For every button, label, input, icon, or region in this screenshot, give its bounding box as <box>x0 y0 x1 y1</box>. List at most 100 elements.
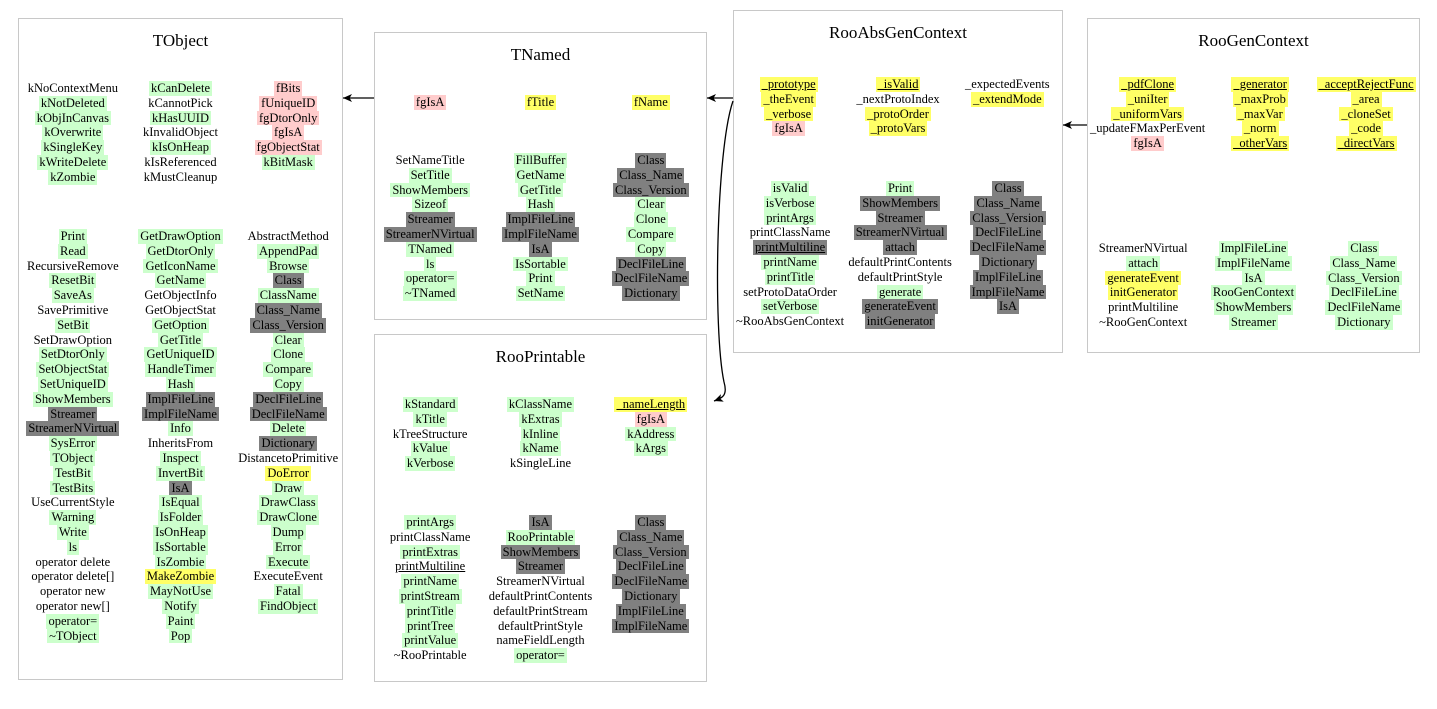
member-item[interactable]: IsA <box>529 515 552 530</box>
member-item[interactable]: DeclFileLine <box>615 559 686 575</box>
member-item[interactable]: operator= <box>514 648 567 663</box>
member-item[interactable]: fBits <box>274 81 303 96</box>
member-item[interactable]: isVerbose <box>763 195 817 211</box>
member-item[interactable]: printMultiline <box>1108 300 1179 315</box>
member-item[interactable]: ImplFileName <box>142 406 219 422</box>
member-item[interactable]: printTitle <box>764 269 816 285</box>
member-item[interactable]: DeclFileName <box>969 240 1047 255</box>
member-item[interactable]: fgIsA <box>772 121 805 137</box>
member-item[interactable]: SetDtorOnly <box>38 347 107 363</box>
member-item[interactable]: _nextProtoIndex <box>856 91 940 106</box>
member-item[interactable]: Clear <box>272 332 304 348</box>
member-item[interactable]: ResetBit <box>49 273 97 289</box>
member-item[interactable]: Inspect <box>160 450 201 466</box>
member-item[interactable]: kTitle <box>413 411 447 427</box>
member-item[interactable]: ShowMembers <box>390 182 471 198</box>
member-item[interactable]: _acceptRejectFunc <box>1316 77 1416 92</box>
member-item[interactable]: Copy <box>635 241 667 257</box>
member-item[interactable]: Compare <box>263 362 314 377</box>
member-item[interactable]: printClassName <box>389 529 471 544</box>
member-item[interactable]: IsA <box>169 480 192 496</box>
member-item[interactable]: printStream <box>398 588 462 604</box>
member-item[interactable]: attach <box>1126 255 1161 271</box>
member-item[interactable]: DeclFileName <box>612 574 690 589</box>
member-item[interactable]: Browse <box>267 258 310 274</box>
member-item[interactable]: kTreeStructure <box>392 426 468 441</box>
member-item[interactable]: ExecuteEvent <box>253 569 323 584</box>
member-item[interactable]: isValid <box>770 181 810 196</box>
member-item[interactable]: Class_Version <box>613 182 689 198</box>
member-item[interactable]: Class_Name <box>617 529 685 545</box>
member-item[interactable]: IsZombie <box>154 554 207 570</box>
member-item[interactable]: defaultPrintStyle <box>498 618 583 633</box>
member-item[interactable]: Dictionary <box>1335 314 1393 330</box>
member-item[interactable]: ls <box>66 539 79 555</box>
member-item[interactable]: Class <box>635 515 667 530</box>
member-item[interactable]: _cloneSet <box>1339 106 1393 122</box>
member-item[interactable]: defaultPrintContents <box>848 254 952 269</box>
member-item[interactable]: Streamer <box>1228 314 1279 330</box>
member-item[interactable]: Dictionary <box>979 254 1037 270</box>
member-item[interactable]: nameFieldLength <box>496 633 585 648</box>
member-item[interactable]: _maxProb <box>1232 91 1288 107</box>
member-item[interactable]: generate <box>876 284 924 300</box>
member-item[interactable]: IsOnHeap <box>153 524 208 540</box>
member-item[interactable]: StreamerNVirtual <box>853 225 947 241</box>
member-item[interactable]: Class_Version <box>970 210 1046 226</box>
member-item[interactable]: kOverwrite <box>42 125 104 141</box>
member-item[interactable]: DeclFileLine <box>1328 285 1399 301</box>
member-item[interactable]: Warning <box>49 510 97 525</box>
member-item[interactable]: _extendMode <box>970 91 1044 107</box>
member-item[interactable]: ClassName <box>257 288 319 303</box>
member-item[interactable]: ~RooAbsGenContext <box>736 314 845 329</box>
member-item[interactable]: printExtras <box>400 544 460 560</box>
member-item[interactable]: DeclFileName <box>612 271 690 287</box>
member-item[interactable]: SetUniqueID <box>37 376 108 392</box>
member-item[interactable]: _area <box>1350 91 1382 107</box>
member-item[interactable]: printName <box>401 574 459 589</box>
member-item[interactable]: ShowMembers <box>1213 300 1294 315</box>
member-item[interactable]: printMultiline <box>753 240 828 255</box>
member-item[interactable]: Streamer <box>875 210 925 226</box>
member-item[interactable]: Clone <box>271 347 306 363</box>
member-item[interactable]: GetObjectStat <box>145 302 216 317</box>
member-item[interactable]: Dictionary <box>622 588 680 604</box>
member-item[interactable]: ImplFileLine <box>505 212 576 227</box>
member-item[interactable]: defaultPrintStyle <box>857 269 943 284</box>
member-item[interactable]: initGenerator <box>1107 285 1179 301</box>
member-item[interactable]: kName <box>520 441 561 457</box>
member-item[interactable]: ls <box>423 256 437 272</box>
member-item[interactable]: RooPrintable <box>505 529 576 545</box>
member-item[interactable]: kHasUUID <box>150 110 211 126</box>
member-item[interactable]: printClassName <box>749 225 831 240</box>
member-item[interactable]: kValue <box>410 441 450 457</box>
member-item[interactable]: ImplFileName <box>612 618 690 634</box>
member-item[interactable]: RooGenContext <box>1210 285 1297 301</box>
member-item[interactable]: kIsReferenced <box>144 154 217 169</box>
member-item[interactable]: SetName <box>515 286 566 301</box>
member-item[interactable]: TestBit <box>52 465 93 481</box>
member-item[interactable]: generateEvent <box>862 299 938 315</box>
member-item[interactable]: _updateFMaxPerEvent <box>1090 121 1206 136</box>
member-item[interactable]: operator= <box>46 613 100 629</box>
member-item[interactable]: DeclFileName <box>249 406 327 422</box>
member-item[interactable]: DrawClone <box>257 510 319 525</box>
member-item[interactable]: ImplFileName <box>969 284 1047 300</box>
member-item[interactable]: printMultiline <box>395 559 466 574</box>
member-item[interactable]: Execute <box>266 554 311 570</box>
member-item[interactable]: TestBits <box>50 480 96 496</box>
member-item[interactable]: Dictionary <box>622 286 680 301</box>
member-item[interactable]: TObject <box>50 450 96 466</box>
member-item[interactable]: kInvalidObject <box>143 125 218 140</box>
member-item[interactable]: FindObject <box>258 598 319 614</box>
member-item[interactable]: IsSortable <box>153 539 208 555</box>
member-item[interactable]: SysError <box>48 436 98 451</box>
member-item[interactable]: kObjInCanvas <box>34 110 111 126</box>
member-item[interactable]: DoError <box>265 465 311 481</box>
member-item[interactable]: Print <box>885 181 915 196</box>
member-item[interactable]: AbstractMethod <box>247 229 329 243</box>
member-item[interactable]: SavePrimitive <box>37 302 109 317</box>
member-item[interactable]: _norm <box>1241 121 1279 137</box>
member-item[interactable]: MakeZombie <box>144 569 217 585</box>
